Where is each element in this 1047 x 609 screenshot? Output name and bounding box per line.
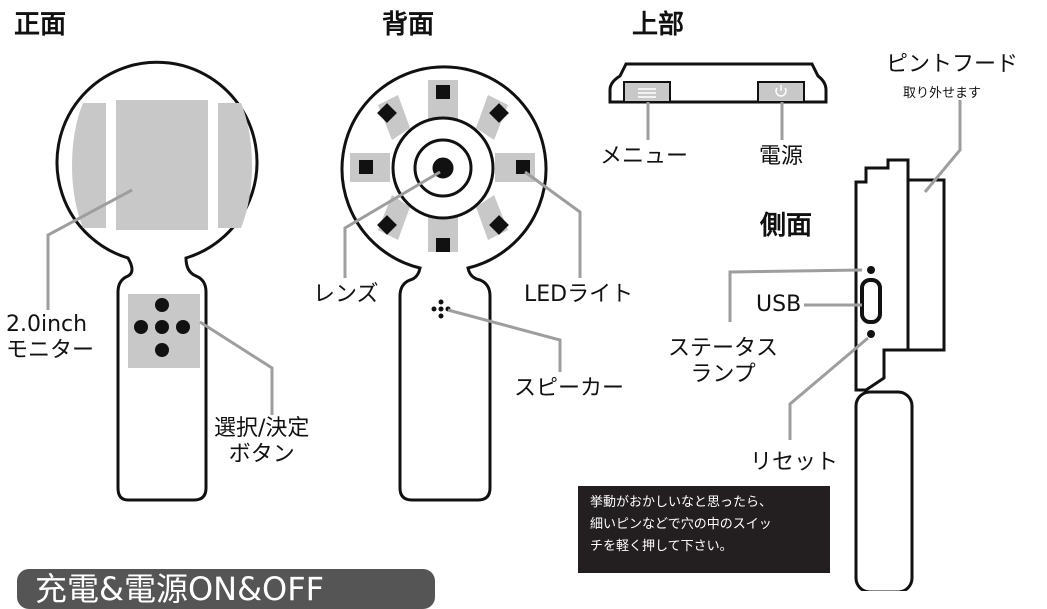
led-light-label: LEDライト <box>524 282 634 307</box>
menu-button <box>623 81 671 103</box>
side-device <box>854 158 946 591</box>
power-label: 電源 <box>759 144 804 169</box>
charging-power-banner: 充電&電源ON&OFF <box>17 569 435 609</box>
front-screen <box>72 100 252 230</box>
side-view-heading: 側面 <box>760 211 813 241</box>
reset-label: リセット <box>750 450 839 475</box>
top-view-heading: 上部 <box>632 10 685 40</box>
led-lights <box>359 85 530 252</box>
focus-hood-sublabel: 取り外せます <box>903 86 982 101</box>
reset-hole <box>867 330 875 338</box>
status-lamp <box>867 266 875 274</box>
usb-label: USB <box>756 292 802 317</box>
lens-label: レンズ <box>313 282 379 307</box>
power-icon <box>775 85 787 97</box>
lens <box>391 116 495 220</box>
status-lamp-label: ステータス ランプ <box>668 336 779 387</box>
speaker-holes <box>431 299 451 319</box>
speaker-label: スピーカー <box>514 376 625 401</box>
front-leaders <box>46 188 274 415</box>
reset-note: 挙動がおかしいなと思ったら、 細いピンなどで穴の中のスイッ チを軽く押して下さい… <box>578 486 830 573</box>
side-leaders <box>728 100 962 440</box>
select-button-label: 選択/決定 ボタン <box>214 416 310 467</box>
focus-hood-label: ピントフード <box>886 52 1019 77</box>
back-leaders <box>343 170 582 372</box>
back-view-heading: 背面 <box>382 10 435 40</box>
usb-port <box>860 278 882 324</box>
top-leaders <box>646 102 784 140</box>
monitor-label: 2.0inch モニター <box>6 312 95 363</box>
menu-label: メニュー <box>600 144 689 169</box>
select-buttons <box>134 298 190 357</box>
device-diagram <box>46 60 962 591</box>
front-view-heading: 正面 <box>14 10 67 40</box>
menu-icon <box>638 88 656 98</box>
